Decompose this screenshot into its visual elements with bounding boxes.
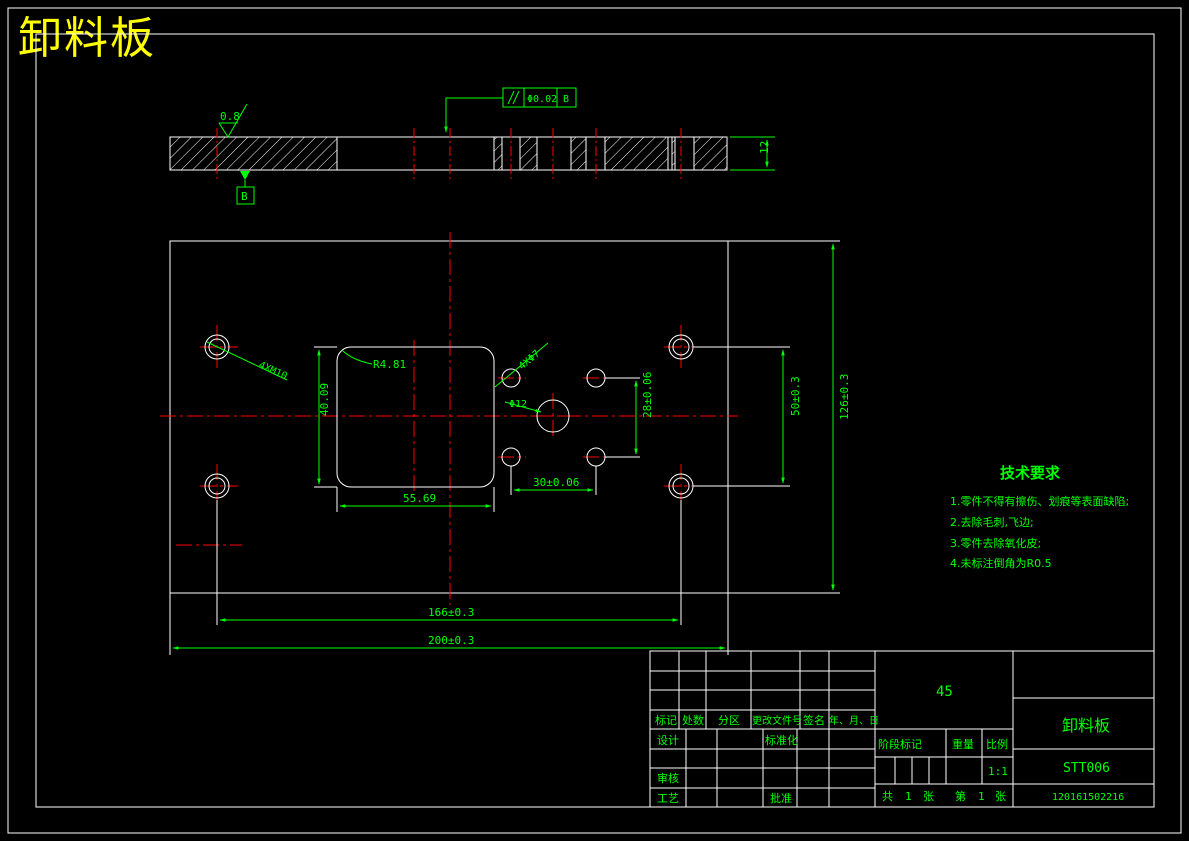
header-change-doc: 更改文件号 — [752, 714, 802, 727]
tech-title: 技术要求 — [1000, 464, 1061, 482]
plan-view: 166±0.3 200±0.3 126±0.3 50±0.3 28±0.06 3… — [160, 232, 851, 655]
parallelism-value: 0.02 — [533, 94, 557, 105]
label-stage-mark: 阶段标记 — [878, 737, 922, 751]
parallelism-prefix: Φ — [527, 94, 533, 105]
dim-corner-thread: 4XM10 — [257, 360, 289, 383]
material: 45 — [936, 684, 953, 700]
scale-value: 1:1 — [988, 765, 1008, 778]
tech-requirements: 技术要求 1.零件不得有擦伤、划痕等表面缺陷; 2.去除毛刺,飞边; 3.零件去… — [950, 464, 1129, 570]
label-design: 设计 — [657, 734, 679, 747]
label-review: 审核 — [657, 771, 679, 785]
tech-item: 2.去除毛刺,飞边; — [950, 515, 1034, 529]
header-mark: 标记 — [655, 713, 677, 727]
dim-pocket-width: 55.69 — [403, 492, 436, 505]
total-sheets: 1 — [905, 790, 912, 803]
header-date: 年、月、日 — [829, 714, 879, 727]
tech-item: 3.零件去除氧化皮; — [950, 536, 1041, 550]
title-block-text: 标记 处数 分区 更改文件号 签名 年、月、日 设计 标准化 审核 工艺 批准 … — [655, 684, 1124, 805]
label-total: 共 — [882, 790, 893, 803]
dim-pocket-height: 40.09 — [318, 383, 331, 416]
label-approve: 批准 — [770, 791, 792, 805]
roughness-value: 0.8 — [220, 110, 240, 123]
header-zone: 分区 — [718, 714, 740, 727]
part-name: 卸料板 — [1062, 716, 1110, 735]
thickness-dim: 12 — [758, 141, 771, 154]
header-count: 处数 — [682, 714, 704, 727]
title-block — [649, 650, 1155, 808]
label-process: 工艺 — [657, 792, 679, 805]
label-standardize: 标准化 — [765, 733, 798, 747]
roughness-symbol — [218, 103, 248, 138]
dim-width-total: 200±0.3 — [428, 634, 474, 647]
section-view: 12 0.8 B Φ0.02 B — [169, 87, 775, 205]
inner-frame — [35, 33, 1155, 808]
drawing-no: STT006 — [1063, 761, 1110, 776]
student-no: 120161502216 — [1052, 792, 1124, 803]
dim-height-holes: 50±0.3 — [789, 376, 802, 416]
dim-center-hole: Φ12 — [509, 399, 527, 410]
label-order: 第 — [955, 789, 966, 803]
dim-pocket-radius: R4.81 — [373, 358, 406, 371]
pocket — [336, 346, 495, 488]
header-sign: 签名 — [803, 713, 825, 727]
label-sheets-unit: 张 — [923, 790, 934, 803]
tech-item: 1.零件不得有擦伤、划痕等表面缺陷; — [950, 494, 1129, 508]
dim-pitch-small: 30±0.06 — [533, 476, 579, 489]
label-ratio: 比例 — [986, 737, 1008, 751]
datum-b-label: B — [241, 190, 248, 203]
hatch-left — [169, 136, 338, 171]
dim-small-holes: 4XΦ7 — [517, 348, 543, 372]
outer-frame — [7, 7, 1182, 834]
dim-height-total: 126±0.3 — [838, 374, 851, 420]
tech-item: 4.未标注倒角为R0.5 — [950, 556, 1052, 570]
dim-height-small: 28±0.06 — [641, 372, 654, 418]
drawing-title: 卸料板 — [18, 13, 156, 64]
plate-outline — [169, 240, 729, 594]
tolerance-datum: B — [563, 94, 569, 105]
sheet-no: 1 — [978, 790, 985, 803]
svg-text:Φ0.02: Φ0.02 — [527, 94, 557, 105]
label-sheet-unit: 张 — [995, 790, 1006, 803]
dim-width-inner: 166±0.3 — [428, 606, 474, 619]
label-weight: 重量 — [952, 737, 974, 751]
